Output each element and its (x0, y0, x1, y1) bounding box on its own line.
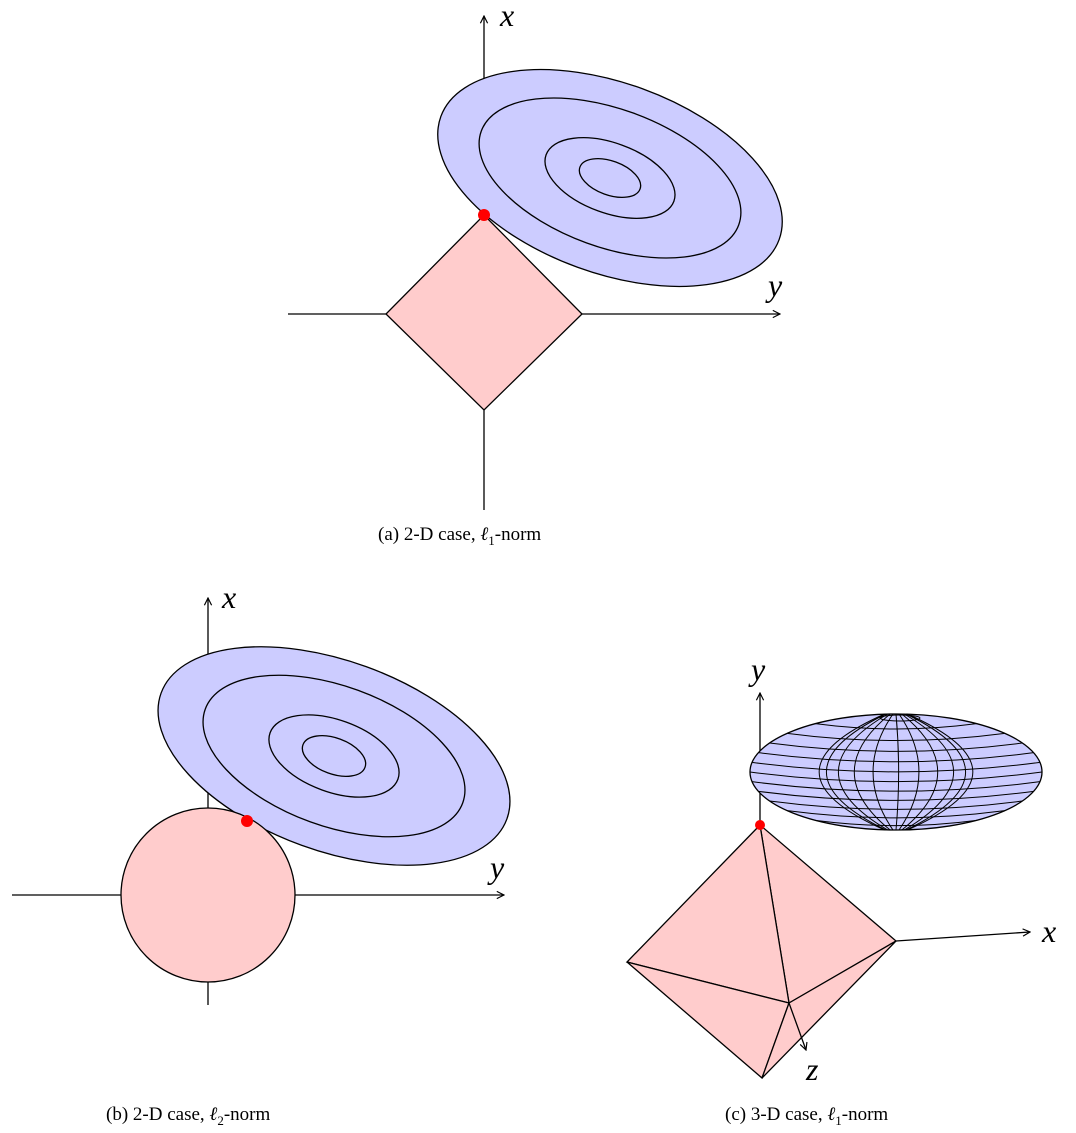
caption-suffix: -norm (494, 524, 542, 545)
ellipsoid-longitude-line (837, 713, 888, 831)
caption-prefix: (c) 3-D case, (725, 1104, 823, 1125)
norm-subscript: 2 (217, 1112, 224, 1128)
norm-subscript: 1 (835, 1112, 842, 1128)
panel-c-z-axis (788, 1002, 806, 1050)
ellipsoid-latitude-line (787, 810, 1005, 819)
tangent-point (478, 209, 490, 221)
ellipsoid-latitude-line (758, 790, 1034, 801)
norm-subscript: 1 (488, 532, 495, 548)
ellipsoid-latitude-line (751, 761, 1041, 773)
ellipsoid-longitude-line (907, 713, 974, 831)
panel-a: x y (288, 0, 783, 510)
ellipsoid-longitude-line (904, 713, 955, 831)
ellipsoid-longitude-line (854, 713, 891, 831)
ellipsoid-mesh (749, 713, 1043, 831)
panel-c-y-label: y (748, 651, 766, 687)
contour-ellipse-3 (268, 714, 400, 798)
ellipsoid-longitude-line (872, 713, 894, 831)
ellipsoid-latitude-line (751, 781, 1041, 792)
norm-symbol: ℓ (209, 1104, 218, 1125)
panel-b-x-label: x (221, 579, 236, 615)
octahedron-face (761, 940, 897, 1079)
panel-a-contour-ellipses (437, 68, 783, 288)
panel-c: y x z (625, 651, 1056, 1087)
contour-ellipse-outer (437, 68, 783, 288)
ellipsoid-longitude-line (818, 713, 885, 831)
caption-suffix: -norm (223, 1104, 271, 1125)
ellipsoid-latitude-line (749, 771, 1043, 783)
ellipsoid-latitude-line (758, 752, 1034, 763)
l1-octahedron (625, 823, 898, 1080)
panel-b-contour-ellipses (157, 646, 511, 866)
panel-a-x-label: x (499, 0, 514, 33)
norm-symbol: ℓ (827, 1104, 836, 1125)
ellipsoid-longitude-line (895, 713, 900, 831)
caption-b: (b) 2-D case, ℓ2-norm (106, 1104, 270, 1129)
l2-circle (120, 807, 296, 983)
panel-c-x-axis (895, 932, 1030, 942)
contour-ellipse-2 (202, 674, 466, 838)
ellipsoid-longitude-line (898, 713, 920, 831)
panel-a-y-label: y (765, 267, 783, 303)
contour-ellipse-3 (544, 137, 676, 219)
ellipsoid-latitude-line (815, 723, 977, 730)
ellipsoid-longitude-line (901, 713, 938, 831)
panel-c-x-label: x (1041, 913, 1056, 949)
contour-ellipse-inner (301, 735, 367, 777)
ellipsoid-cap (879, 714, 921, 722)
caption-suffix: -norm (841, 1104, 889, 1125)
panel-b: x y (12, 579, 511, 1005)
caption-prefix: (b) 2-D case, (106, 1104, 205, 1125)
caption-prefix: (a) 2-D case, (378, 524, 476, 545)
panel-c-z-label: z (805, 1051, 819, 1087)
ellipsoid-longitude-line (826, 713, 887, 831)
contour-ellipse-inner (578, 157, 642, 199)
caption-a: (a) 2-D case, ℓ1-norm (378, 524, 541, 549)
caption-c: (c) 3-D case, ℓ1-norm (725, 1104, 888, 1129)
norm-symbol: ℓ (480, 524, 489, 545)
ellipsoid-latitude-line (769, 742, 1023, 752)
contour-ellipse-2 (478, 97, 742, 259)
tangent-point (755, 820, 765, 830)
tangent-point (241, 815, 253, 827)
ellipsoid-latitude-line (787, 732, 1005, 741)
ellipsoid-longitude-line (905, 713, 966, 831)
l1-diamond (385, 214, 583, 411)
contour-ellipse-outer (157, 646, 511, 866)
panel-b-y-label: y (487, 849, 505, 885)
ellipsoid-latitude-line (769, 800, 1023, 810)
